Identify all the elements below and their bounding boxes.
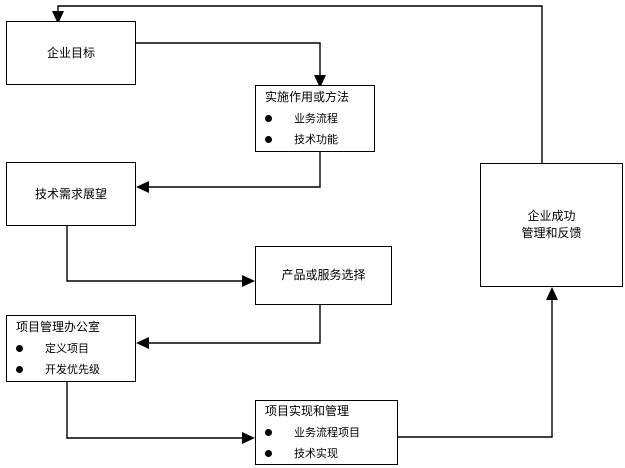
connector-product-to-pmo [136, 305, 321, 349]
bullet-dot-icon [16, 366, 23, 373]
list-item: 定义项目 [16, 338, 135, 359]
list-item-label: 业务流程 [294, 112, 338, 125]
node-enterprise-goal-label: 企业目标 [46, 45, 95, 60]
list-item: 技术功能 [265, 129, 374, 150]
node-product-or-service-selection[interactable]: 产品或服务选择 [255, 246, 392, 305]
bullet-dot-icon [265, 115, 272, 122]
connector-pmo-to-implementation [66, 382, 255, 444]
connector-implementation-to-success [398, 287, 558, 438]
connector-implementation-to-demand [136, 152, 321, 193]
list-item-label: 开发优先级 [45, 363, 100, 376]
list-item: 业务流程项目 [265, 422, 397, 443]
bullet-dot-icon [265, 450, 272, 457]
node-project-implementation-and-management-bullets: 业务流程项目 技术实现 [265, 422, 397, 464]
node-implementation-role-or-method-label: 实施作用或方法 [265, 90, 350, 104]
node-product-or-service-selection-label: 产品或服务选择 [281, 268, 366, 282]
list-item-label: 技术功能 [294, 133, 338, 146]
node-implementation-role-or-method-bullets: 业务流程 技术功能 [265, 108, 374, 150]
node-project-implementation-and-management[interactable]: 项目实现和管理 业务流程项目 技术实现 [255, 400, 398, 465]
node-implementation-role-or-method[interactable]: 实施作用或方法 业务流程 技术功能 [255, 85, 375, 152]
list-item-label: 定义项目 [45, 342, 89, 355]
node-project-management-office-label: 项目管理办公室 [16, 320, 101, 334]
node-project-implementation-and-management-label: 项目实现和管理 [265, 404, 350, 418]
node-project-management-office[interactable]: 项目管理办公室 定义项目 开发优先级 [6, 315, 136, 382]
list-item: 业务流程 [265, 108, 374, 129]
list-item: 技术实现 [265, 443, 397, 464]
connector-goal-to-implementation [136, 42, 326, 88]
node-enterprise-goal[interactable]: 企业目标 [6, 21, 136, 85]
connector-demand-to-product [66, 226, 255, 287]
list-item: 开发优先级 [16, 359, 135, 380]
bullet-dot-icon [265, 429, 272, 436]
node-enterprise-success-label-2: 管理和反馈 [521, 226, 582, 240]
bullet-dot-icon [16, 345, 23, 352]
node-project-management-office-bullets: 定义项目 开发优先级 [16, 338, 135, 380]
node-enterprise-success[interactable]: 企业成功 管理和反馈 [480, 163, 623, 287]
bullet-dot-icon [265, 136, 272, 143]
node-technology-demand-outlook-label: 技术需求展望 [34, 186, 107, 201]
node-enterprise-success-label: 企业成功 [527, 209, 576, 223]
list-item-label: 业务流程项目 [294, 426, 360, 439]
list-item-label: 技术实现 [294, 447, 338, 460]
node-technology-demand-outlook[interactable]: 技术需求展望 [6, 162, 136, 226]
